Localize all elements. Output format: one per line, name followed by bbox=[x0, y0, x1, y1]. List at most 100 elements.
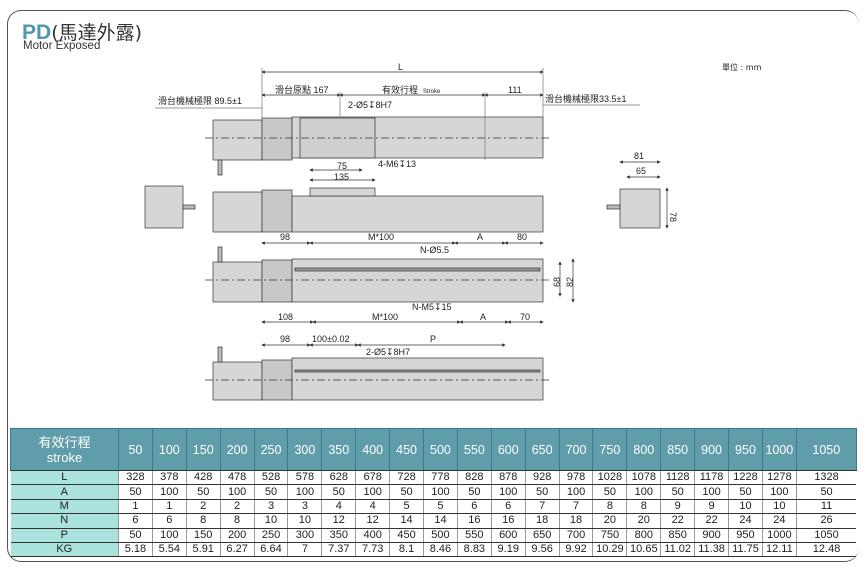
table-cell: 6.27 bbox=[219, 542, 255, 558]
table-cell: 778 bbox=[423, 470, 458, 486]
table-cell: 150 bbox=[185, 528, 221, 543]
table-cell: 16 bbox=[456, 513, 492, 529]
table-cell: 3 bbox=[253, 499, 288, 515]
stroke-column-header: 150 bbox=[185, 428, 221, 471]
table-cell: 6 bbox=[118, 513, 153, 529]
table-cell: 100 bbox=[219, 484, 255, 500]
table-cell: 100 bbox=[694, 484, 729, 500]
table-cell: 750 bbox=[592, 528, 627, 543]
stroke-column-header: 1000 bbox=[761, 428, 797, 471]
table-cell: 20 bbox=[592, 513, 627, 529]
dim-80: 80 bbox=[517, 232, 527, 242]
table-cell: 678 bbox=[355, 470, 390, 486]
table-cell: 9.56 bbox=[524, 542, 560, 558]
table-cell: 1078 bbox=[626, 470, 661, 486]
dim-78: 78 bbox=[668, 212, 678, 222]
tap-label-bottom: N-M5↧15 bbox=[412, 302, 452, 312]
table-cell: 928 bbox=[524, 470, 560, 486]
stroke-column-header: 500 bbox=[423, 428, 458, 471]
stroke-column-header: 1050 bbox=[795, 428, 857, 471]
stroke-column-header: 950 bbox=[728, 428, 763, 471]
stroke-column-header: 50 bbox=[118, 428, 153, 471]
table-cell: 26 bbox=[795, 513, 857, 529]
table-cell: 12 bbox=[321, 513, 356, 529]
dim-m100-bottom: M*100 bbox=[372, 312, 398, 322]
table-cell: 9 bbox=[694, 499, 729, 515]
table-cell: 100 bbox=[423, 484, 458, 500]
hole-label: N-Ø5.5 bbox=[420, 245, 449, 255]
dim-81: 81 bbox=[634, 151, 644, 161]
table-cell: 10 bbox=[761, 499, 797, 515]
table-cell: 20 bbox=[626, 513, 661, 529]
table-cell: 5.18 bbox=[118, 542, 153, 558]
table-cell: 100 bbox=[626, 484, 661, 500]
table-cell: 2 bbox=[219, 499, 255, 515]
table-cell: 8.83 bbox=[456, 542, 492, 558]
table-cell: 7.73 bbox=[355, 542, 390, 558]
table-cell: 10.29 bbox=[592, 542, 627, 558]
row-label: P bbox=[10, 528, 119, 543]
unit-label: 單位 : mm bbox=[722, 63, 762, 72]
dim-70: 70 bbox=[520, 312, 530, 322]
stroke-column-header: 400 bbox=[355, 428, 391, 471]
table-cell: 8 bbox=[185, 513, 221, 529]
table-cell: 50 bbox=[185, 484, 221, 500]
table-cell: 1 bbox=[118, 499, 153, 515]
dim-origin: 滑台原點 167 bbox=[275, 84, 329, 95]
table-cell: 100 bbox=[761, 484, 797, 500]
stroke-column-header: 850 bbox=[660, 428, 696, 471]
side-view bbox=[144, 185, 661, 233]
dim-m100-top: M*100 bbox=[368, 232, 394, 242]
table-cell: 12.48 bbox=[795, 542, 857, 558]
table-cell: 10 bbox=[728, 499, 763, 515]
table-cell: 628 bbox=[321, 470, 356, 486]
table-cell: 8 bbox=[592, 499, 627, 515]
dim-A-bottom: A bbox=[480, 312, 486, 322]
dim-75: 75 bbox=[337, 161, 347, 171]
table-cell: 8.46 bbox=[423, 542, 458, 558]
table-cell: 7 bbox=[524, 499, 560, 515]
table-cell: 400 bbox=[355, 528, 390, 543]
table-cell: 9 bbox=[660, 499, 695, 515]
table-cell: 328 bbox=[118, 470, 153, 486]
table-cell: 22 bbox=[694, 513, 729, 529]
table-cell: 8.1 bbox=[389, 542, 424, 558]
table-cell: 6 bbox=[490, 499, 526, 515]
dim-98-pin: 98 bbox=[280, 334, 290, 344]
table-cell: 650 bbox=[524, 528, 560, 543]
table-cell: 7.37 bbox=[321, 542, 356, 558]
table-cell: 1278 bbox=[761, 470, 797, 486]
table-cell: 9.19 bbox=[490, 542, 526, 558]
table-cell: 978 bbox=[558, 470, 593, 486]
table-cell: 50 bbox=[321, 484, 356, 500]
row-label: N bbox=[10, 513, 119, 529]
technical-drawing: L 滑台原點 167 有效行程 Stroke 111 滑台機械極限 89.5±1… bbox=[144, 62, 678, 401]
table-cell: 100 bbox=[151, 484, 187, 500]
table-cell: 16 bbox=[490, 513, 526, 529]
table-cell: 11.38 bbox=[694, 542, 729, 558]
dim-A-top: A bbox=[477, 232, 483, 242]
pin-bottom-label: 2-Ø5↧8H7 bbox=[366, 347, 410, 357]
table-cell: 850 bbox=[660, 528, 695, 543]
table-cell: 10 bbox=[253, 513, 288, 529]
table-cell: 14 bbox=[423, 513, 458, 529]
dim-68: 68 bbox=[552, 277, 562, 287]
table-cell: 578 bbox=[287, 470, 322, 486]
stroke-column-header: 600 bbox=[490, 428, 526, 471]
stroke-column-header: 650 bbox=[524, 428, 560, 471]
table-cell: 4 bbox=[355, 499, 390, 515]
table-cell: 1178 bbox=[694, 470, 729, 486]
table-cell: 450 bbox=[389, 528, 424, 543]
stroke-column-header: 250 bbox=[253, 428, 289, 471]
table-cell: 950 bbox=[728, 528, 763, 543]
table-cell: 10.65 bbox=[626, 542, 661, 558]
table-cell: 1328 bbox=[795, 470, 857, 486]
stroke-column-header: 200 bbox=[219, 428, 255, 471]
stroke-column-header: 700 bbox=[558, 428, 594, 471]
table-cell: 1000 bbox=[761, 528, 797, 543]
stroke-column-header: 100 bbox=[151, 428, 187, 471]
